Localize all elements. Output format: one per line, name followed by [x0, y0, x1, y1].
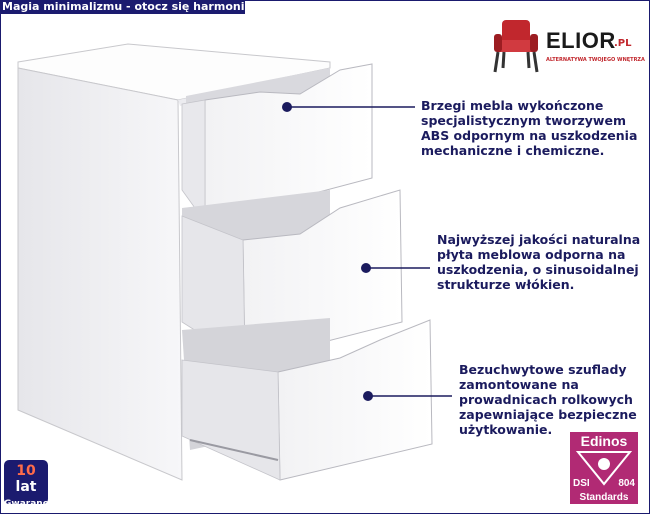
edinos-dsi: DSI	[573, 478, 590, 489]
edinos-number: 804	[618, 478, 635, 489]
logo-suffix: .PL	[614, 38, 632, 49]
edinos-shield-icon	[575, 451, 633, 486]
edinos-brand: Edinos	[580, 433, 628, 449]
logo-name: ELIOR	[546, 28, 616, 53]
elior-logo[interactable]: ELIOR .PL ALTERNATYWA TWOJEGO WNĘTRZA	[486, 16, 648, 76]
slogan-bar: Magia minimalizmu - otocz się harmonią!	[0, 0, 257, 14]
warranty-label: Gwarancji	[4, 499, 55, 509]
callout-board-quality: Najwyższej jakości naturalna płyta meblo…	[437, 232, 641, 292]
edinos-certificate: Edinos DSI 804 Standards	[570, 432, 638, 504]
armchair-icon	[493, 20, 539, 73]
callout-abs-edges: Brzegi mebla wykończone specjalistycznym…	[421, 98, 638, 158]
warranty-badge: 10 lat Gwarancji	[4, 460, 54, 509]
callout-handleless-drawers: Bezuchwytowe szuflady zamontowane na pro…	[459, 362, 637, 437]
edinos-standards: Standards	[579, 492, 629, 503]
logo-tagline: ALTERNATYWA TWOJEGO WNĘTRZA	[546, 57, 645, 63]
warranty-unit: lat	[15, 479, 37, 495]
warranty-number: 10	[16, 463, 36, 479]
cabinet-side	[17, 67, 183, 481]
